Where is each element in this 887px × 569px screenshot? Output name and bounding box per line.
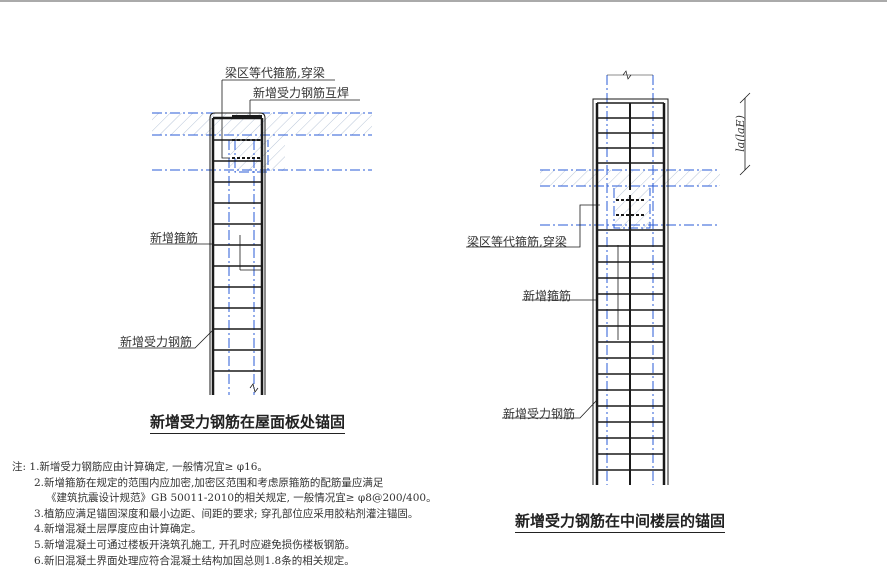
anchor-length-label: la(laE): [733, 115, 747, 152]
right-label-new-stirrup: 新增箍筋: [523, 289, 572, 303]
note-item: 3.植筋应满足锚固深度和最小边距、间距的要求; 穿孔部位应采用胶粘剂灌注锚固。: [34, 507, 419, 520]
left-column-detail: [118, 79, 372, 395]
notes-block: 注: 1.新增受力钢筋应由计算确定, 一般情况宜≥ φ16。 2.新增箍筋在规定…: [12, 460, 437, 569]
left-label-new-stirrup: 新增箍筋: [150, 231, 199, 245]
left-caption: 新增受力钢筋在屋面板处锚固: [150, 411, 346, 434]
left-label-beam-stirrup: 梁区等代箍筋,穿梁: [225, 66, 325, 80]
right-caption: 新增受力钢筋在中间楼层的锚固: [515, 510, 726, 533]
note-item: 2.新增箍筋在规定的范围内应加密,加密区范围和考虑原箍筋的配筋量应满足: [34, 476, 384, 489]
right-label-beam-stirrup: 梁区等代箍筋,穿梁: [467, 235, 567, 249]
note-item: 《建筑抗震设计规范》GB 50011-2010的相关规定, 一般情况宜≥ φ8@…: [46, 492, 437, 505]
left-label-new-rebar: 新增受力钢筋: [120, 335, 193, 349]
right-label-new-rebar: 新增受力钢筋: [503, 407, 576, 421]
left-label-weld: 新增受力钢筋互焊: [253, 86, 350, 100]
notes-prefix: 注:: [12, 461, 27, 473]
note-item: 6.新旧混凝土界面处理应符合混凝土结构加固总则1.8条的相关规定。: [34, 554, 355, 567]
beam-hatch: [615, 186, 650, 230]
note-item: 1.新增受力钢筋应由计算确定, 一般情况宜≥ φ16。: [29, 461, 268, 473]
note-item: 5.新增混凝土可通过楼板开浇筑孔施工, 开孔时应避免损伤楼板钢筋。: [34, 538, 356, 551]
leader-beam-stirrup: [221, 80, 230, 159]
right-column-detail: [466, 70, 751, 485]
note-item: 4.新增混凝土层厚度应由计算确定。: [34, 523, 202, 536]
